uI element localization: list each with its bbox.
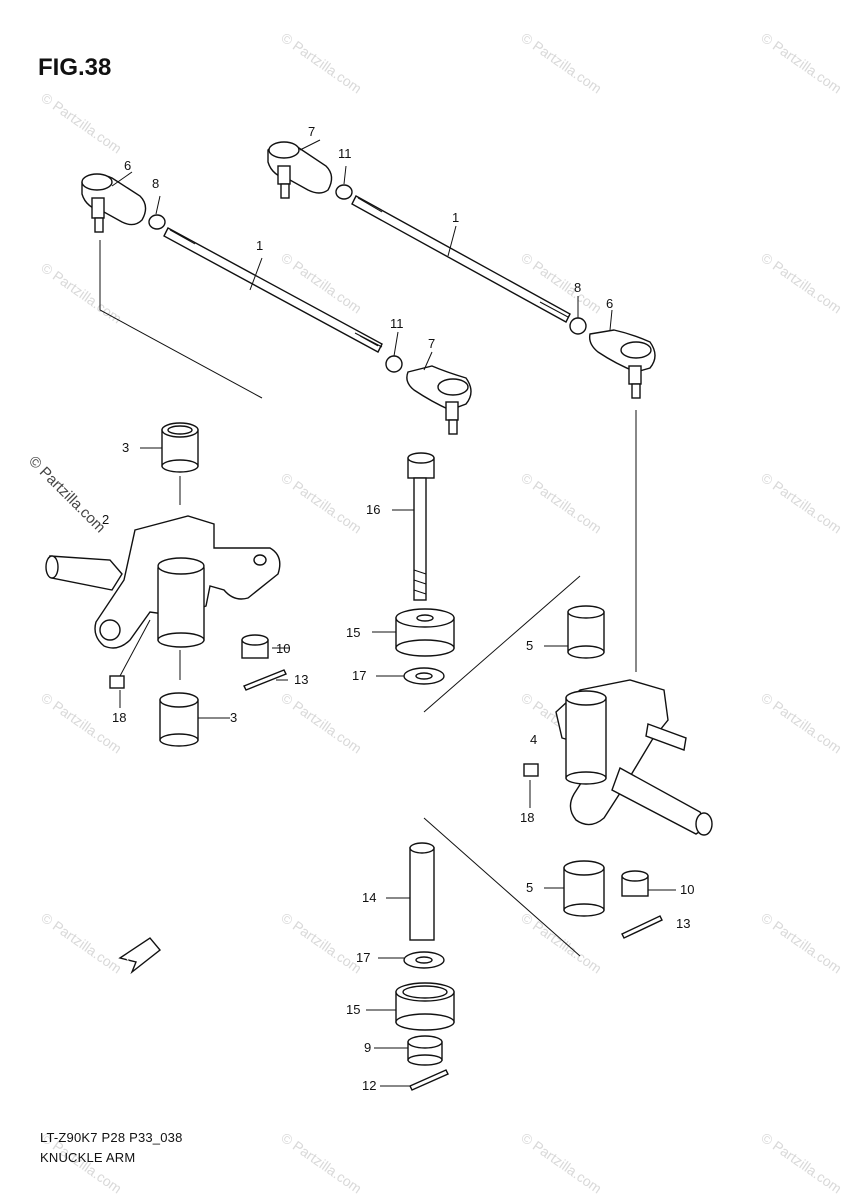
bushing-left-top [161,422,199,473]
washer-top [403,667,445,685]
nut-left [148,214,166,230]
knuckle-left [45,515,281,649]
watermark-text: © Partzilla.com [278,1129,364,1196]
bushing-left-bottom [159,692,199,747]
tie-rod-end-right-outer [588,329,656,399]
knuckle-right [555,679,713,836]
callout-4: 4 [530,732,537,747]
leader-lines [111,139,676,1087]
watermark-text: © Partzilla.com [278,29,364,96]
callout-18: 18 [520,810,534,825]
watermark-text: © Partzilla.com [518,249,604,316]
watermark-text: © Partzilla.com [278,249,364,316]
callout-7: 7 [308,124,315,139]
callout-13: 13 [676,916,690,931]
figure-title: FIG.38 [38,54,112,81]
watermark-text: © Partzilla.com [518,29,604,96]
cotter-pin-bottom [409,1069,449,1091]
nut-right [569,317,587,335]
watermark-text: © Partzilla.com [278,689,364,756]
watermark-text: © Partzilla.com [758,249,844,316]
callout-12: 12 [362,1078,376,1093]
callout-1: 1 [256,238,263,253]
callout-17: 17 [356,950,370,965]
bushing-right-bottom [563,860,605,917]
callout-3: 3 [122,440,129,455]
knuckle-right-assembly [523,605,713,939]
grease-fitting-right [523,763,539,777]
tie-rod-right [351,195,571,323]
tie-rod-left [163,227,383,353]
center-parts [395,452,581,1091]
cap-top [395,608,455,657]
watermark-text: © Partzilla.com [518,909,604,976]
callout-18: 18 [112,710,126,725]
cap-bottom [395,982,455,1031]
watermark-text: © Partzilla.com [518,1129,604,1196]
callout-15: 15 [346,625,360,640]
callout-8: 8 [152,176,159,191]
watermark-text: © Partzilla.com [758,689,844,756]
tie-rod-end-left-inner [406,365,472,435]
watermark-text: © Partzilla.com [38,89,124,156]
locknut-right [335,184,353,200]
tie-rod-end-left-outer [81,173,147,233]
tie-rod-right-assembly [267,141,656,672]
washer-mid [403,951,445,969]
watermark-text: © Partzilla.com [758,1129,844,1196]
bolt-top [407,452,435,601]
watermark-text: © Partzilla.com [278,909,364,976]
callout-14: 14 [362,890,376,905]
callout-17: 17 [352,668,366,683]
callout-15: 15 [346,1002,360,1017]
callout-6: 6 [124,158,131,173]
callout-10: 10 [276,641,290,656]
tie-rod-left-assembly [81,173,472,435]
bushing-right-top [567,605,605,659]
knuckle-left-assembly [45,422,287,747]
grease-fitting-left [109,675,125,689]
callout-16: 16 [366,502,380,517]
figure-code: LT-Z90K7 P28 P33_038 [40,1130,183,1145]
knuckle-nut-left [241,634,269,659]
callout-9: 9 [364,1040,371,1055]
washer-bottom [407,1035,443,1066]
callout-8: 8 [574,280,581,295]
watermark-text: © Partzilla.com [38,909,124,976]
callout-5: 5 [526,880,533,895]
cotter-pin-left [243,669,287,691]
callout-6: 6 [606,296,613,311]
knuckle-nut-right [621,870,649,897]
watermark-side-text: © Partzilla.com [25,453,108,536]
callout-7: 7 [428,336,435,351]
callout-13: 13 [294,672,308,687]
figure-name: KNUCKLE ARM [40,1150,136,1165]
cotter-pin-right [621,915,663,939]
watermark-text: © Partzilla.com [278,469,364,536]
tie-rod-end-right-inner [267,141,333,199]
callout-2: 2 [102,512,109,527]
callout-3: 3 [230,710,237,725]
callout-10: 10 [680,882,694,897]
watermark-text: © Partzilla.com [758,909,844,976]
bolt-long [409,842,435,941]
fwd-arrow-icon: FWD [118,937,161,975]
watermark-text: © Partzilla.com [758,469,844,536]
callout-5: 5 [526,638,533,653]
callout-11: 11 [338,146,352,161]
locknut-left [385,355,403,373]
watermark-text: © Partzilla.com [758,29,844,96]
callout-11: 11 [390,316,404,331]
callout-1: 1 [452,210,459,225]
callout-labels: 6 8 1 11 7 7 11 1 8 6 3 2 3 16 15 17 10 … [102,124,694,1093]
watermark-text: © Partzilla.com [518,469,604,536]
